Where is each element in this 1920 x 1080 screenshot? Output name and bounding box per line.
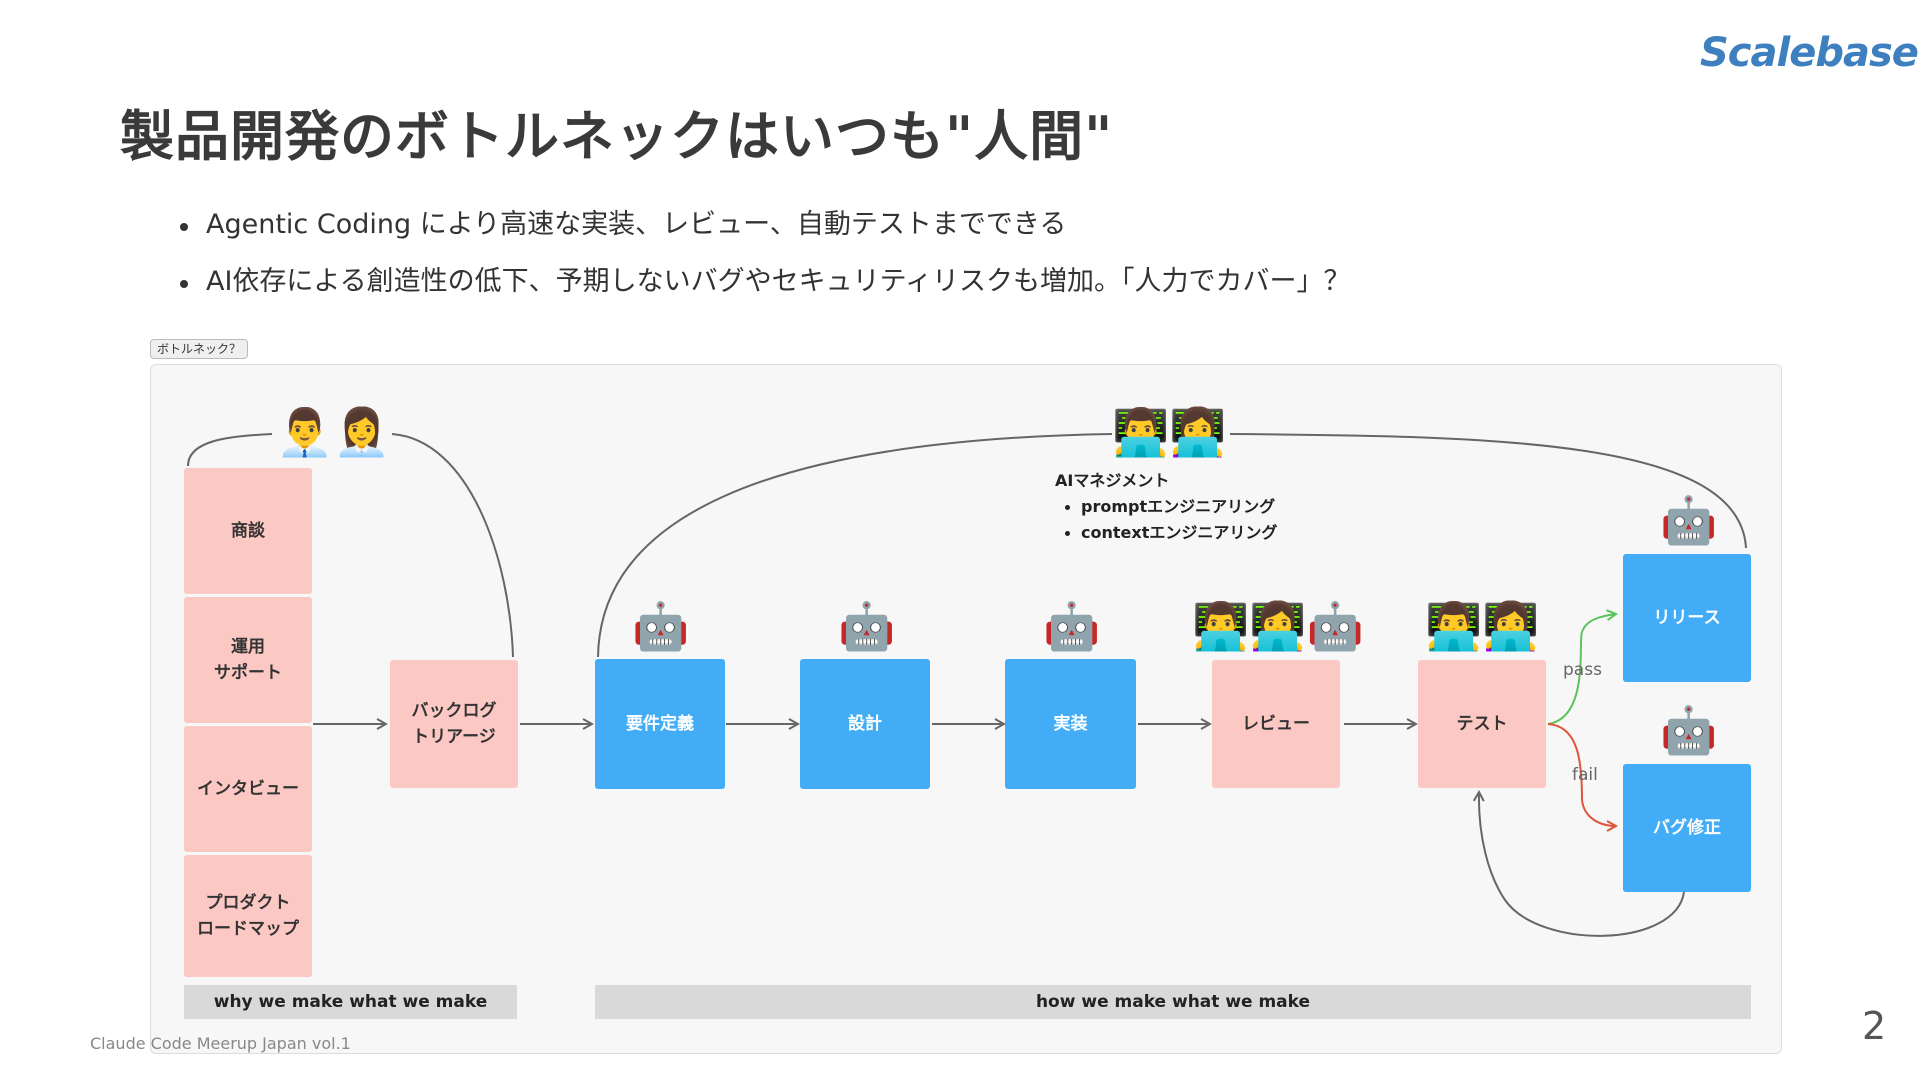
node-test: テスト (1418, 660, 1546, 788)
robot-icon: 🤖 (632, 599, 690, 653)
bullet-text: Agentic Coding により高速な実装、レビュー、自動テストまでできる (206, 209, 1067, 240)
bullet-dot (180, 280, 188, 288)
note-dot (1065, 505, 1070, 510)
robot-icon: 🤖 (1660, 493, 1718, 547)
bullet-item: AI依存による創造性の低下、予期しないバグやセキュリティリスクも増加。「人力でカ… (180, 265, 1351, 299)
business-people-icon: 👨‍💼👩‍💼 (276, 405, 391, 459)
bullet-dot (180, 223, 188, 231)
test-team-icon: 👨‍💻👩‍💻 (1425, 599, 1540, 653)
ai-management-item: contextエンジニアリング (1055, 520, 1277, 546)
bullet-list: Agentic Coding により高速な実装、レビュー、自動テストまでできる … (180, 208, 1351, 322)
node-release: リリース (1623, 554, 1751, 682)
scalebase-logo: Scalebase» (1700, 30, 1920, 76)
node-bugfix: バグ修正 (1623, 764, 1751, 892)
ai-management-item: promptエンジニアリング (1055, 494, 1277, 520)
bottleneck-tag: ボトルネック？ (150, 339, 249, 359)
edge-label-pass: pass (1563, 660, 1602, 680)
page-number: 2 (1862, 1004, 1887, 1048)
ai-management-title: AIマネジメント (1055, 471, 1170, 490)
footer-event-name: Claude Code Meerup Japan vol.1 (90, 1034, 351, 1053)
bullet-text: AI依存による創造性の低下、予期しないバグやセキュリティリスクも増加。「人力でカ… (206, 266, 1351, 297)
node-requirements: 要件定義 (595, 659, 725, 789)
stack-item-deals: 商談 (184, 468, 312, 594)
developers-icon: 👨‍💻👩‍💻 (1112, 405, 1227, 459)
robot-icon: 🤖 (838, 599, 896, 653)
note-dot (1065, 531, 1070, 536)
node-implementation: 実装 (1005, 659, 1136, 789)
band-how: how we make what we make (595, 985, 1751, 1019)
band-why: why we make what we make (184, 985, 517, 1019)
node-design: 設計 (800, 659, 930, 789)
bullet-item: Agentic Coding により高速な実装、レビュー、自動テストまでできる (180, 208, 1351, 242)
ai-management-note: AIマネジメント promptエンジニアリング contextエンジニアリング (1055, 468, 1277, 546)
stack-item-roadmap: プロダクト ロードマップ (184, 855, 312, 977)
robot-icon: 🤖 (1043, 599, 1101, 653)
review-team-icon: 👨‍💻👩‍💻🤖 (1192, 599, 1364, 653)
ai-management-item-text: contextエンジニアリング (1081, 523, 1278, 542)
stack-item-ops-support: 運用 サポート (184, 597, 312, 723)
node-backlog-triage: バックログ トリアージ (390, 660, 518, 788)
stack-item-interview: インタビュー (184, 726, 312, 852)
robot-icon: 🤖 (1660, 703, 1718, 757)
node-review: レビュー (1212, 660, 1340, 788)
edge-label-fail: fail (1572, 765, 1598, 785)
ai-management-item-text: promptエンジニアリング (1081, 497, 1276, 516)
slide-title: 製品開発のボトルネックはいつも"人間" (120, 105, 1114, 168)
